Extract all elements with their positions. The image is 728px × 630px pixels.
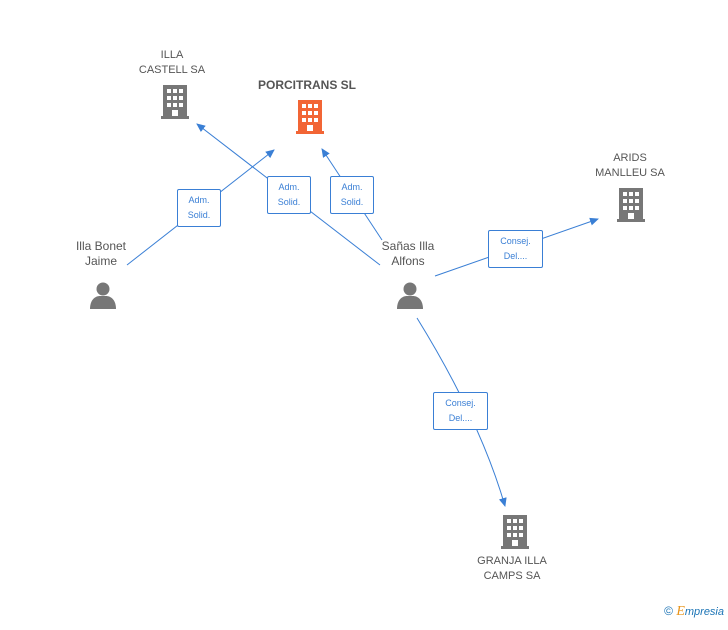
node-label-granja-illa[interactable]: GRANJA ILLA CAMPS SA: [477, 555, 547, 582]
edge-label-e2: Adm. Solid.: [267, 176, 311, 214]
brand-footer: © Empresia: [664, 604, 724, 620]
node-label-arids-manlleu[interactable]: ARIDS MANLLEU SA: [595, 152, 665, 179]
building-icon[interactable]: [617, 188, 645, 222]
node-label-porcitrans[interactable]: PORCITRANS SL: [257, 78, 356, 92]
building-icon[interactable]: [296, 100, 324, 134]
edge-label-e3: Adm. Solid.: [330, 176, 374, 214]
person-icon[interactable]: [397, 282, 423, 310]
copyright-icon: ©: [664, 604, 673, 618]
node-label-illa-bonet[interactable]: Illa Bonet Jaime: [75, 239, 127, 268]
edge-label-e5: Consej. Del....: [433, 392, 488, 430]
person-icon[interactable]: [90, 282, 116, 310]
edge-label-e1: Adm. Solid.: [177, 189, 221, 227]
brand-name: mpresia: [684, 606, 724, 618]
building-icon[interactable]: [161, 85, 189, 119]
node-label-illa-castell[interactable]: ILLA CASTELL SA: [138, 49, 206, 76]
building-icon[interactable]: [501, 515, 529, 549]
brand-initial: E: [676, 604, 685, 619]
edge-label-e4: Consej. Del....: [488, 230, 543, 268]
node-label-sanas-illa[interactable]: Sañas Illa Alfons: [381, 239, 435, 268]
